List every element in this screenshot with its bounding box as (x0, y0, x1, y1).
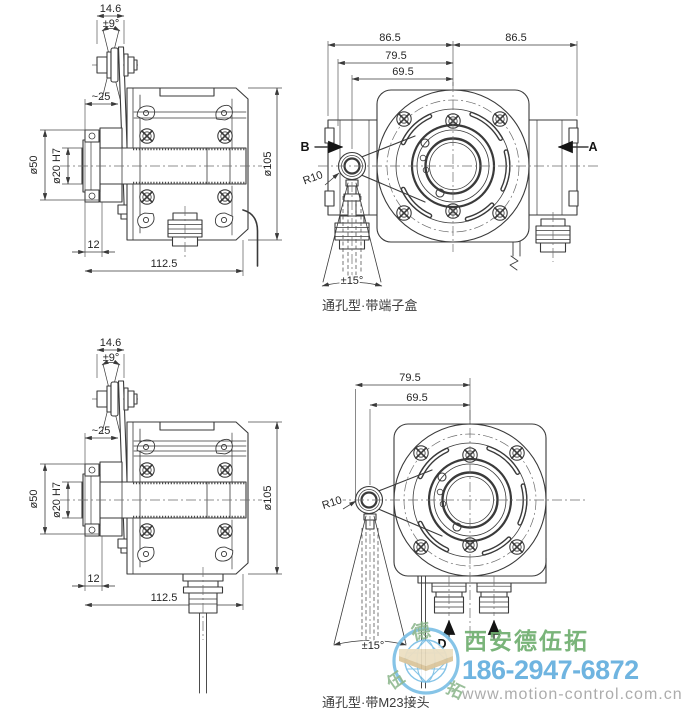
caption-m23: 通孔型·带M23接头 (322, 695, 430, 710)
cable-wire (199, 612, 207, 694)
dim-radius: R10 (321, 494, 344, 512)
dim-pin-width: 14.6 (100, 337, 121, 349)
dim-inner: 69.5 (392, 66, 413, 78)
dim-pin-swing: ±9° (103, 18, 120, 30)
dim-mid: 79.5 (385, 50, 406, 62)
dim-clearance: ~25 (92, 91, 111, 103)
watermark-company: 西安德伍拓 (464, 628, 589, 654)
dim-bore-dia: ø20 H7 (51, 482, 63, 518)
dim-body-dia: ø105 (262, 151, 274, 176)
dim-collar-dia: ø50 (28, 490, 40, 509)
dim-radius: R10 (301, 169, 324, 187)
dim-pin-swing: ±9° (103, 352, 120, 364)
front-view-terminal-box: ±15° R10 B A 86.5 86.5 79.5 69.5 通孔型·带端子… (300, 32, 598, 313)
side-view-terminal-box: 14.6 ±9° ~25 ø50 ø20 H7 12 112.5 ø105 (28, 3, 282, 276)
front-view-m23: ±15° R10 D 79.5 69.5 通孔型·带M23接头 (319, 372, 586, 710)
dim-bore-dia: ø20 H7 (51, 148, 63, 184)
logo-char-2: 伍 (382, 667, 408, 694)
dim-flange-depth: 12 (87, 239, 99, 251)
caption-terminal-box: 通孔型·带端子盒 (322, 298, 417, 313)
watermark-phone: 186-2947-6872 (462, 655, 639, 685)
watermark: 德 伍 拓 西安德伍拓 186-2947-6872 www.motion-con… (382, 618, 683, 703)
dim-total-length: 112.5 (151, 592, 178, 604)
view-arrow-a-label: A (588, 140, 597, 154)
dim-mid: 79.5 (399, 372, 420, 384)
dim-flange-depth: 12 (87, 573, 99, 585)
dim-clearance: ~25 (92, 425, 111, 437)
dim-pin-width: 14.6 (100, 3, 121, 15)
dim-collar-dia: ø50 (28, 156, 40, 175)
dim-swing-angle: ±15° (341, 275, 364, 287)
dim-total-length: 112.5 (151, 258, 178, 270)
view-arrow-d-label: D (437, 637, 446, 651)
logo-char-1: 德 (409, 618, 432, 644)
view-arrow-b-label: B (300, 140, 309, 154)
watermark-website: www.motion-control.com.cn (461, 686, 683, 703)
dim-body-dia: ø105 (262, 485, 274, 510)
dim-half-right: 86.5 (505, 32, 526, 44)
dim-inner: 69.5 (406, 392, 427, 404)
globe-logo-icon: 德 伍 拓 (382, 618, 467, 702)
cable-wire (242, 209, 259, 267)
side-view-m23: 14.6 ±9° ~25 ø50 ø20 H7 12 112.5 ø105 (28, 337, 282, 694)
logo-char-3: 拓 (443, 678, 466, 702)
dim-swing-angle: ±15° (362, 640, 385, 652)
dim-half-left: 86.5 (379, 32, 400, 44)
